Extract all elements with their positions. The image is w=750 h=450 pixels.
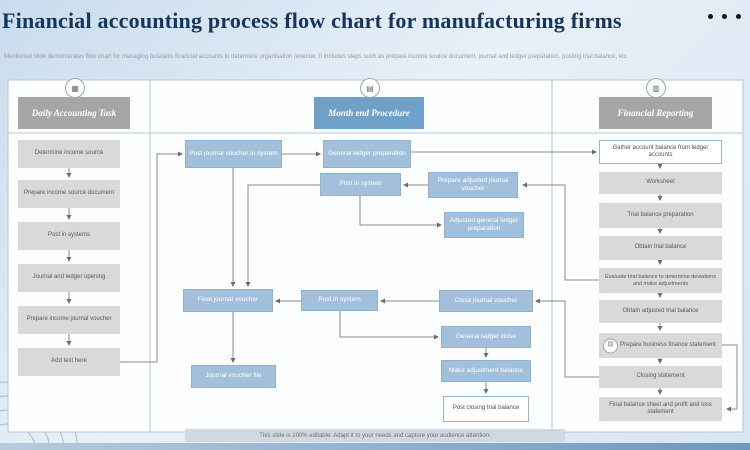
corner-arcs-decoration xyxy=(0,381,79,450)
finance-statement-icon xyxy=(603,338,618,353)
node-journal-voucher-file: Journal voucher file xyxy=(191,365,276,388)
node-post-in-systems: Post in systems xyxy=(18,222,120,250)
bank-icon xyxy=(646,78,666,98)
node-trial-balance-preparation: Trial balance preparation xyxy=(599,203,722,228)
node-prepare-business-finance-statement: Prepare business finance statement xyxy=(599,333,722,358)
node-final-balance-sheet-and-profit-loss: Final balance sheet and profit and loss … xyxy=(599,397,722,421)
lane-header-financial-reporting: Financial Reporting xyxy=(599,97,712,129)
node-post-in-system-1: Post in system xyxy=(320,173,401,196)
node-prepare-income-journal-voucher: Prepare income journal voucher xyxy=(18,306,120,334)
node-close-journal-voucher: Close journal voucher xyxy=(439,290,533,312)
lane-header-daily-accounting-task: Daily Accounting Task xyxy=(18,97,130,129)
node-post-journal-voucher-in-system: Post journal voucher in system xyxy=(185,140,282,168)
node-final-journal-voucher: Final journal voucher xyxy=(183,289,273,312)
node-general-ledger-preparation: General ledger preparation xyxy=(323,140,411,168)
node-prepare-adjusted-journal-voucher: Prepare adjusted journal voucher xyxy=(428,172,518,198)
calculator-icon xyxy=(65,78,85,98)
ellipsis-menu-icon[interactable] xyxy=(708,14,741,19)
node-adjusted-general-ledger-preparation: Adjusted general ledger preparation xyxy=(444,212,524,238)
node-general-ledger-close: General ledger close xyxy=(441,326,531,348)
lane-header-month-end-procedure: Month end Procedure xyxy=(314,97,424,129)
node-obtain-adjusted-trial-balance: Obtain adjusted trial balance xyxy=(599,300,722,323)
bottom-accent-bar xyxy=(0,443,750,450)
node-closing-statement: Closing statement xyxy=(599,366,722,388)
node-label: Prepare business finance statement xyxy=(620,341,716,348)
editable-note: This slide is 100% editable. Adapt it to… xyxy=(185,429,565,442)
node-post-in-system-2: Post in system xyxy=(301,290,378,311)
node-worksheet: Worksheet xyxy=(599,172,722,194)
node-post-closing-trial-balance: Post closing trial balance xyxy=(443,396,529,422)
node-obtain-trial-balance: Obtain trial balance xyxy=(599,236,722,260)
node-journal-and-ledger-opening: Journal and ledger opening xyxy=(18,264,120,292)
page-title: Financial accounting process flow chart … xyxy=(2,8,622,33)
node-determine-income-source: Determine income source xyxy=(18,140,120,168)
report-icon xyxy=(360,78,380,98)
node-make-adjustment-balance: Make adjustment balance xyxy=(441,360,531,382)
node-add-text-here: Add text here xyxy=(18,348,120,376)
node-gather-account-balance: Gather account balance from ledger accou… xyxy=(599,140,722,164)
slide-description: Mentioned slide demonstrates flow chart … xyxy=(4,54,629,60)
node-prepare-income-source-document: Prepare income source document xyxy=(18,180,120,208)
node-evaluate-trial-balance: Evaluate trial balance to determine devi… xyxy=(599,268,722,293)
